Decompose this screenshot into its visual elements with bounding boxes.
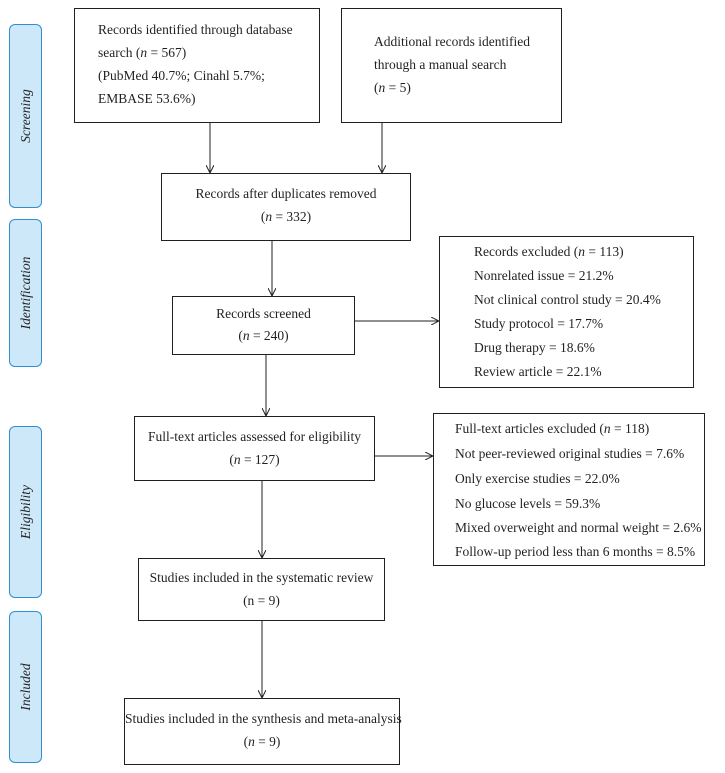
- box-text: Full-text articles assessed for eligibil…: [148, 429, 361, 444]
- box-manual-search: Additional records identified through a …: [341, 8, 562, 123]
- box-systematic-review: Studies included in the systematic revie…: [138, 558, 385, 621]
- exclusion-reason: Not clinical control study = 20.4%: [474, 292, 661, 307]
- phase-identification: Identification: [9, 219, 42, 367]
- box-database-search: Records identified through database sear…: [74, 8, 320, 123]
- box-text: Records identified through database: [98, 22, 293, 37]
- exclusion-reason: Not peer-reviewed original studies = 7.6…: [455, 446, 685, 461]
- box-fulltext-assessed: Full-text articles assessed for eligibil…: [134, 416, 375, 481]
- phase-label: Eligibility: [17, 485, 33, 539]
- box-text: Additional records identified: [374, 34, 530, 49]
- box-records-screened: Records screened (n = 240): [172, 296, 355, 355]
- exclusion-reason: Mixed overweight and normal weight = 2.6…: [455, 520, 702, 535]
- box-after-duplicates: Records after duplicates removed (n = 33…: [161, 173, 411, 241]
- exclusion-reason: Nonrelated issue = 21.2%: [474, 268, 614, 283]
- box-text: Studies included in the synthesis and me…: [125, 711, 402, 726]
- exclusion-reason: Only exercise studies = 22.0%: [455, 471, 620, 486]
- box-text: (n = 9): [243, 734, 281, 749]
- phase-label: Included: [17, 663, 33, 711]
- phase-label: Screening: [17, 89, 33, 143]
- exclusion-reason: Review article = 22.1%: [474, 364, 602, 379]
- exclusion-reason: Follow-up period less than 6 months = 8.…: [455, 544, 696, 559]
- box-text: search (n = 567): [98, 45, 187, 60]
- box-text: (n = 5): [374, 80, 411, 95]
- box-text: Records after duplicates removed: [195, 186, 377, 201]
- box-text: through a manual search: [374, 57, 507, 72]
- phase-label: Identification: [17, 256, 33, 330]
- box-text: Records screened: [216, 306, 311, 321]
- phase-screening: Screening: [9, 24, 42, 208]
- phase-included: Included: [9, 611, 42, 763]
- phase-eligibility: Eligibility: [9, 426, 42, 598]
- box-records-excluded: Records excluded (n = 113) Nonrelated is…: [439, 236, 694, 388]
- box-text: Studies included in the systematic revie…: [149, 570, 374, 585]
- box-text: Full-text articles excluded (n = 118): [455, 421, 650, 436]
- box-text: Records excluded (n = 113): [474, 244, 624, 259]
- exclusion-reason: No glucose levels = 59.3%: [455, 496, 601, 511]
- box-text: (n = 127): [229, 452, 280, 467]
- box-text: (n = 9): [243, 593, 280, 608]
- box-text: EMBASE 53.6%): [98, 91, 196, 106]
- exclusion-reason: Study protocol = 17.7%: [474, 316, 604, 331]
- box-text: (n = 240): [238, 328, 289, 343]
- box-text: (n = 332): [260, 209, 312, 224]
- exclusion-reason: Drug therapy = 18.6%: [474, 340, 595, 355]
- box-fulltext-excluded: Full-text articles excluded (n = 118) No…: [433, 413, 705, 566]
- box-meta-analysis: Studies included in the synthesis and me…: [124, 698, 402, 765]
- box-text: (PubMed 40.7%; Cinahl 5.7%;: [98, 68, 265, 83]
